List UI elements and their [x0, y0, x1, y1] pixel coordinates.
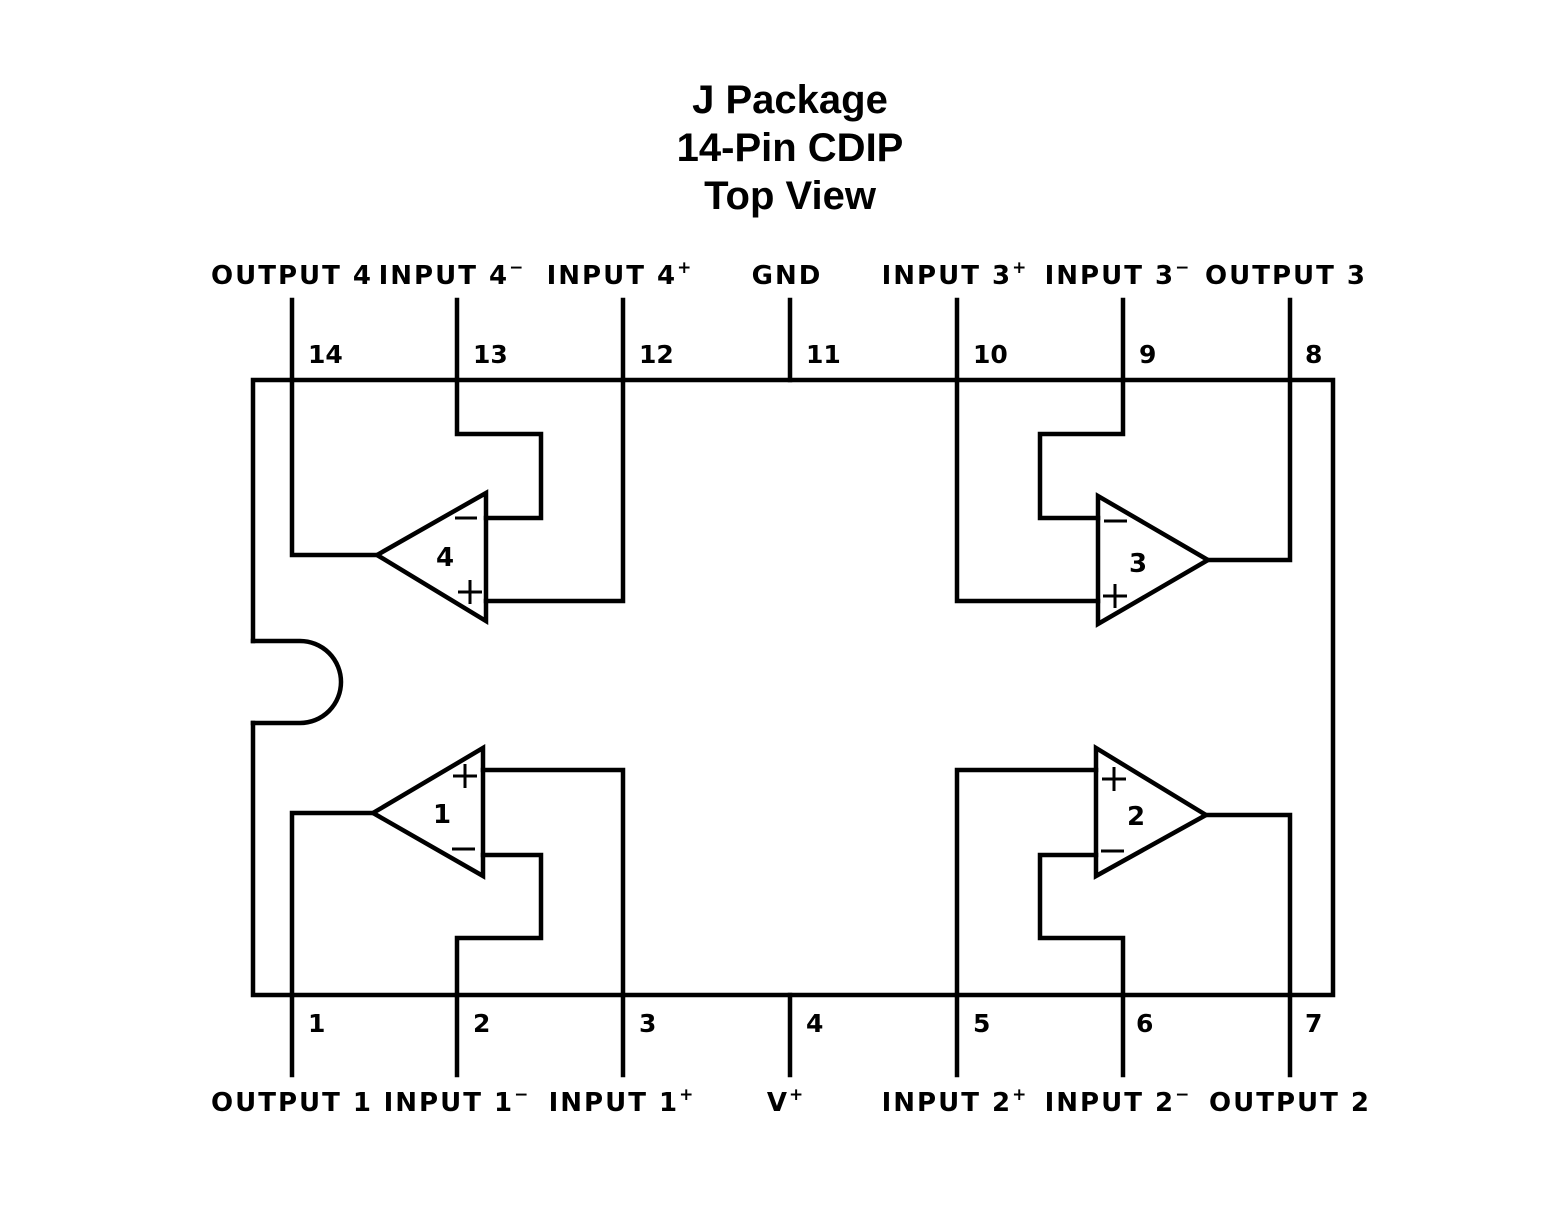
title-line-3: Top View	[704, 174, 877, 218]
amp-2-label: 2	[1127, 802, 1145, 832]
pin-13-label: INPUT 4−	[379, 258, 526, 291]
amp-4-label: 4	[436, 543, 454, 573]
pin-12-number: 12	[639, 340, 674, 369]
title-line-1: J Package	[692, 78, 888, 122]
pin-10-label: INPUT 3+	[882, 258, 1029, 291]
pin-5-number: 5	[973, 1009, 990, 1038]
amp-1-label: 1	[433, 800, 451, 830]
pin-10-number: 10	[973, 340, 1008, 369]
pin-9-number: 9	[1139, 340, 1156, 369]
pin-12-label: INPUT 4+	[547, 258, 694, 291]
pin-14-label: OUTPUT 4	[211, 261, 373, 291]
op-amp-3: 3	[954, 377, 1293, 628]
amp-3-label: 3	[1129, 549, 1147, 579]
title-line-2: 14-Pin CDIP	[677, 126, 904, 170]
pin-8-label: OUTPUT 3	[1205, 261, 1367, 291]
pin-2-number: 2	[473, 1009, 490, 1038]
pin-13-number: 13	[473, 340, 508, 369]
bottom-pin-leads	[289, 992, 1293, 1078]
pin-11-number: 11	[806, 340, 841, 369]
pin-1-number: 1	[308, 1009, 325, 1038]
op-amp-1: 1	[289, 744, 626, 998]
pin-3-label: INPUT 1+	[549, 1085, 696, 1118]
pin-1-label: OUTPUT 1	[211, 1088, 373, 1118]
pin-14-number: 14	[308, 340, 343, 369]
pin-6-label: INPUT 2−	[1045, 1085, 1192, 1118]
pin-8-number: 8	[1305, 340, 1322, 369]
pin-7-label: OUTPUT 2	[1209, 1088, 1371, 1118]
pin-9-label: INPUT 3−	[1045, 258, 1192, 291]
pin-4-label: V+	[767, 1085, 805, 1118]
pin-7-number: 7	[1305, 1009, 1322, 1038]
pin-2-label: INPUT 1−	[384, 1085, 531, 1118]
pin-6-number: 6	[1136, 1009, 1153, 1038]
package-body	[250, 377, 1336, 998]
pin-5-label: INPUT 2+	[882, 1085, 1029, 1118]
op-amp-2: 2	[954, 743, 1293, 998]
top-pin-leads	[289, 297, 1293, 383]
pin-3-number: 3	[639, 1009, 656, 1038]
pin-11-label: GND	[752, 261, 823, 291]
op-amp-4: 4	[289, 377, 626, 625]
pin-4-number: 4	[806, 1009, 823, 1038]
package-notch	[250, 638, 344, 726]
